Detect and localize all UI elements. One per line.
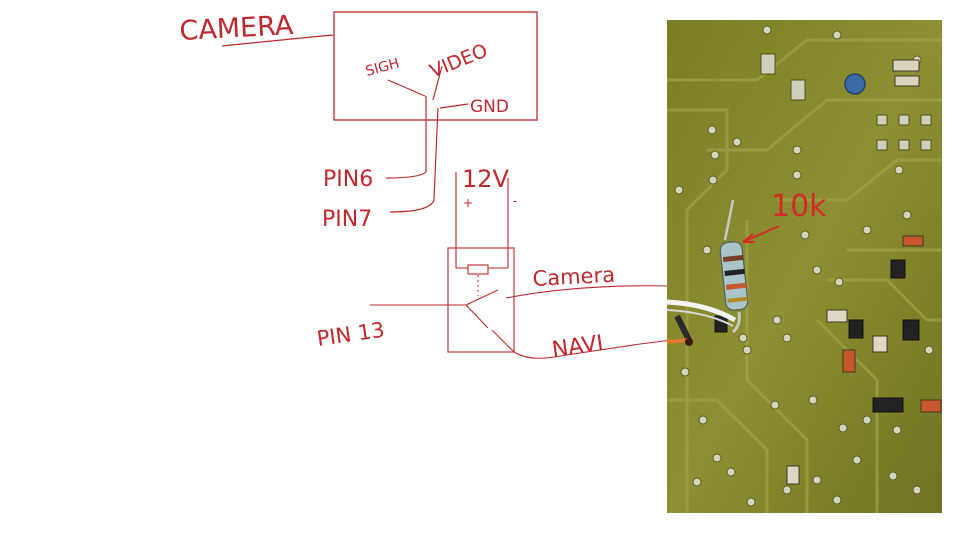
camera-title-label: CAMERA <box>179 10 295 47</box>
supply-plus-lead <box>455 172 468 269</box>
pin6-label: PIN6 <box>323 167 373 192</box>
relay-module: 12V + - PIN 13 Camera NAVI <box>315 165 736 363</box>
gnd-terminal-line <box>439 103 469 109</box>
navi-output-lead <box>491 329 673 359</box>
sigh-terminal-line <box>387 79 426 97</box>
relay-coil <box>467 264 489 275</box>
relay-nc-contact <box>465 304 489 329</box>
blue-capacitor <box>844 73 866 95</box>
pin7-label: PIN7 <box>322 207 372 232</box>
gnd-label: GND <box>470 97 509 117</box>
photo-note-label: 10k <box>771 189 827 224</box>
relay-switch-arm <box>465 289 499 306</box>
added-resistor <box>719 199 749 334</box>
pin13-label: PIN 13 <box>315 318 386 351</box>
wire-pin6 <box>385 96 427 179</box>
pcb-traces <box>667 38 942 513</box>
video-label: VIDEO <box>427 40 491 83</box>
camera-output-label: Camera <box>532 263 616 291</box>
pcb-pad-array <box>760 53 932 151</box>
wire-pin7 <box>389 107 439 213</box>
camera-box <box>333 11 538 121</box>
plus-label: + <box>463 196 473 210</box>
photo-annotation: 10k <box>742 189 827 243</box>
pcb-smd-components <box>714 59 942 485</box>
video-terminal-line <box>432 65 443 101</box>
supply-minus-lead <box>488 178 509 269</box>
camera-module: CAMERA SIGH VIDEO GND <box>179 10 538 121</box>
added-wires <box>667 299 737 346</box>
navi-label: NAVI <box>550 331 605 363</box>
pcb-vias <box>674 25 934 507</box>
minus-label: - <box>513 194 517 208</box>
camera-output-wires: PIN6 PIN7 <box>322 96 439 232</box>
camera-leader-line <box>221 34 334 47</box>
sigh-label: SIGH <box>364 56 401 80</box>
relay-box <box>447 247 515 353</box>
pcb-photo: 10k <box>667 20 942 513</box>
12v-label: 12V <box>462 165 510 193</box>
